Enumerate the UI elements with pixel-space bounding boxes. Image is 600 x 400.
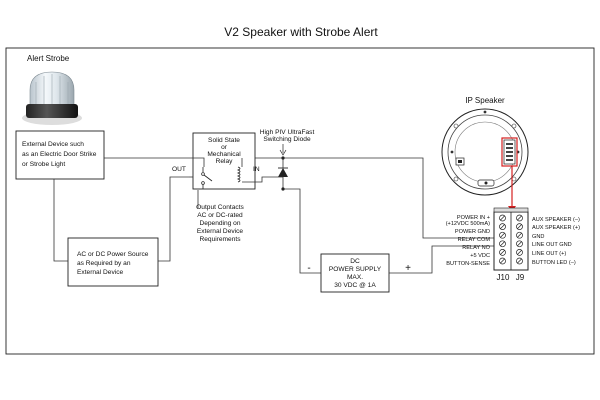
j9-pin-label: LINE OUT GND	[532, 242, 572, 248]
output-contacts-line-3: Depending on	[199, 220, 240, 227]
dc-supply-line-3: MAX.	[347, 274, 363, 281]
external-device-line-1: External Device such	[22, 141, 84, 148]
diode-icon	[278, 167, 288, 177]
power-source-box	[67, 237, 159, 287]
dc-supply-line-1: DC	[350, 258, 360, 265]
terminal-screw-icon	[516, 223, 523, 230]
dc-supply-minus: -	[307, 263, 310, 274]
terminal-screw-icon	[516, 249, 523, 256]
terminal-screw-icon	[516, 257, 523, 265]
dc-power-supply-box	[320, 253, 390, 293]
wire-dc-minus	[283, 188, 321, 274]
output-contacts-line-4: External Device	[197, 228, 244, 235]
output-contacts-line-5: Requirements	[199, 236, 241, 243]
j10-pin-label: POWER GND	[455, 229, 490, 235]
j9-connector-name: J9	[516, 273, 525, 282]
j9-pin-label: BUTTON LED (–)	[532, 260, 576, 266]
relay-line-1: Solid State	[208, 137, 240, 144]
relay-in-label: IN	[253, 166, 260, 173]
strobe-label: Alert Strobe	[27, 54, 70, 63]
j9-pin-label: LINE OUT (+)	[532, 251, 566, 257]
terminal-block	[493, 207, 529, 271]
j9-pin-label: AUX SPEAKER (–)	[532, 217, 580, 223]
terminal-screw-icon	[499, 214, 506, 222]
terminal-screw-icon	[499, 231, 506, 239]
wire-relay-out-to-power	[158, 176, 189, 262]
relay-coil-icon	[236, 166, 241, 183]
j10-connector-name: J10	[497, 273, 510, 282]
external-device-line-2: as an Electric Door Strike	[22, 151, 97, 158]
output-contacts-line-2: AC or DC-rated	[197, 212, 243, 219]
terminal-screw-icon	[499, 257, 506, 265]
terminal-screw-icon	[499, 249, 506, 256]
dc-supply-line-2: POWER SUPPLY	[329, 266, 382, 273]
relay-out-label: OUT	[172, 166, 186, 173]
terminal-screws	[499, 214, 523, 265]
power-source-line-2: as Required by an	[77, 260, 131, 267]
diode-pointer-arrow	[279, 144, 287, 156]
junction-dot	[281, 156, 285, 160]
external-device-line-3: or Strobe Light	[22, 161, 65, 168]
relay-switch-icon	[201, 167, 213, 189]
j10-pin-label: RELAY NO	[462, 245, 490, 251]
relay-line-3: Mechanical	[207, 151, 241, 158]
wire-coil-bottom	[242, 176, 284, 189]
power-source-line-3: External Device	[77, 269, 124, 276]
wire-relay-com	[283, 157, 495, 239]
terminal-screw-icon	[499, 240, 506, 248]
diode-label-line-1: High PIV UltraFast	[260, 129, 315, 136]
wire-ext-to-relay	[104, 157, 205, 167]
wire-ext-to-power-source	[53, 179, 68, 262]
relay-line-2: or	[221, 144, 228, 151]
strobe-icon	[22, 71, 82, 125]
terminal-screw-icon	[516, 231, 523, 239]
wire-dc-plus-relay-no	[389, 245, 495, 274]
relay-box	[192, 132, 256, 190]
ip-speaker-label: IP Speaker	[465, 96, 505, 105]
j10-pin-label: POWER IN +	[457, 215, 490, 221]
j9-pin-label: AUX SPEAKER (+)	[532, 225, 580, 231]
ip-speaker-icon	[441, 108, 529, 196]
connector-highlight-box	[501, 137, 518, 167]
terminal-screw-icon	[516, 214, 523, 222]
terminal-screw-icon	[499, 223, 506, 230]
dc-supply-line-4: 30 VDC @ 1A	[334, 282, 376, 289]
output-contacts-line-1: Output Contacts	[196, 204, 244, 211]
relay-line-4: Relay	[216, 158, 234, 165]
terminal-screw-icon	[516, 240, 523, 248]
j9-pin-label: GND	[532, 234, 544, 240]
junction-dot	[281, 187, 285, 191]
diode-label-line-2: Switching Diode	[263, 136, 311, 143]
outer-frame	[5, 47, 595, 355]
j10-pin-label: +5 VDC	[470, 253, 490, 259]
power-source-line-1: AC or DC Power Source	[77, 251, 149, 258]
j10-pin-label: RELAY COM	[458, 237, 491, 243]
j10-pin-label: BUTTON-SENSE	[446, 261, 490, 267]
dc-supply-plus: +	[405, 263, 411, 274]
diagram-title: V2 Speaker with Strobe Alert	[224, 25, 378, 39]
j10-pin-label: (+12VDC 500mA)	[446, 221, 490, 227]
external-device-box	[15, 130, 105, 180]
